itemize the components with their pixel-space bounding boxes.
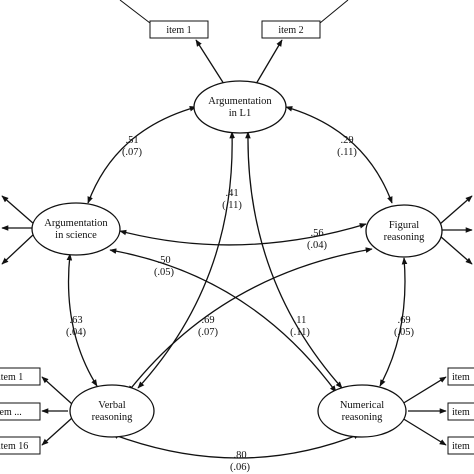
svg-text:item 1: item 1 [0, 372, 23, 383]
coef-l1-numerical: .11 (.11) [290, 315, 310, 338]
svg-text:item: item [452, 407, 470, 418]
svg-text:reasoning: reasoning [92, 412, 134, 423]
svg-text:.11: .11 [294, 315, 307, 326]
path-science-verbal [66, 253, 98, 387]
construct-argumentation-l1: Argumentation in L1 [193, 80, 287, 134]
indicator-verbal-item-16: item 16 [0, 436, 41, 455]
svg-text:(.05): (.05) [394, 327, 415, 338]
path-science-figural [119, 223, 367, 246]
svg-text:(.11): (.11) [337, 147, 357, 158]
coef-l1-figural: .29 (.11) [337, 135, 357, 158]
path-l1-figural [285, 106, 393, 204]
loading-arrow [401, 417, 447, 446]
construct-argumentation-science: Argumentation in science [31, 202, 121, 256]
indicator-numerical-item-mid: item [447, 402, 474, 421]
loading-arrow [1, 233, 35, 265]
svg-text:item 16: item 16 [0, 441, 28, 452]
svg-text:Argumentation: Argumentation [44, 218, 108, 229]
svg-text:item: item [452, 441, 470, 452]
svg-text:item ...: item ... [0, 407, 22, 418]
loading-arrow [439, 195, 473, 225]
indicator-numerical-item-bottom: item [447, 436, 474, 455]
svg-text:(.06): (.06) [230, 462, 251, 473]
indicator-numerical-item-top: item [447, 367, 474, 386]
loading-arrow [401, 376, 447, 405]
path-l1-science [87, 106, 197, 204]
loading-arrow [439, 235, 473, 265]
path-figural-verbal [127, 247, 373, 393]
svg-text:Verbal: Verbal [98, 400, 125, 411]
svg-text:(.11): (.11) [222, 200, 242, 211]
svg-text:reasoning: reasoning [342, 412, 384, 423]
svg-text:(.04): (.04) [66, 327, 87, 338]
loading-arrow [195, 39, 225, 85]
path-l1-numerical [245, 131, 343, 389]
indicator-verbal-item-dots: item ... [0, 402, 41, 421]
svg-text:.50: .50 [157, 255, 170, 266]
svg-text:.63: .63 [69, 315, 82, 326]
coef-science-verbal: .63 (.04) [66, 315, 87, 338]
loading-arrow [41, 376, 73, 405]
svg-text:(.07): (.07) [122, 147, 143, 158]
svg-text:(.11): (.11) [290, 327, 310, 338]
svg-text:.80: .80 [233, 450, 246, 461]
indicator-verbal-item-1: item 1 [0, 367, 41, 386]
loading-arrow [41, 417, 73, 446]
loading-arrow [1, 195, 35, 225]
coef-figural-verbal: .69 (.07) [198, 315, 219, 338]
svg-text:.56: .56 [310, 228, 323, 239]
svg-text:Argumentation: Argumentation [208, 96, 272, 107]
svg-text:Numerical: Numerical [340, 400, 384, 411]
coef-science-numerical: .50 (.05) [154, 255, 175, 278]
construct-verbal-reasoning: Verbal reasoning [69, 384, 155, 438]
svg-text:.51: .51 [125, 135, 138, 146]
svg-text:item: item [452, 372, 470, 383]
svg-text:(.05): (.05) [154, 267, 175, 278]
coef-l1-science: .51 (.07) [122, 135, 143, 158]
error-stub [319, 0, 349, 24]
path-verbal-numerical [111, 433, 361, 459]
svg-text:item 1: item 1 [166, 25, 191, 36]
svg-text:.29: .29 [340, 135, 353, 146]
coef-l1-verbal: .41 (.11) [222, 188, 242, 211]
construct-numerical-reasoning: Numerical reasoning [317, 384, 407, 438]
svg-text:.69: .69 [201, 315, 214, 326]
svg-text:Figural: Figural [389, 220, 419, 231]
svg-text:.41: .41 [225, 188, 238, 199]
coef-figural-numerical: .69 (.05) [394, 315, 415, 338]
svg-text:reasoning: reasoning [384, 232, 426, 243]
svg-text:.69: .69 [397, 315, 410, 326]
coef-verbal-numerical: .80 (.06) [230, 450, 251, 473]
svg-text:(.07): (.07) [198, 327, 219, 338]
svg-text:in L1: in L1 [229, 108, 251, 119]
indicator-item-1: item 1 [149, 20, 209, 39]
loading-arrow [255, 39, 283, 85]
error-stub [119, 0, 151, 24]
path-figural-numerical [379, 257, 408, 387]
svg-text:(.04): (.04) [307, 240, 328, 251]
construct-figural-reasoning: Figural reasoning [365, 204, 443, 258]
indicator-item-2: item 2 [261, 20, 321, 39]
svg-text:in science: in science [55, 230, 97, 241]
svg-text:item 2: item 2 [278, 25, 303, 36]
coef-science-figural: .56 (.04) [307, 228, 328, 251]
